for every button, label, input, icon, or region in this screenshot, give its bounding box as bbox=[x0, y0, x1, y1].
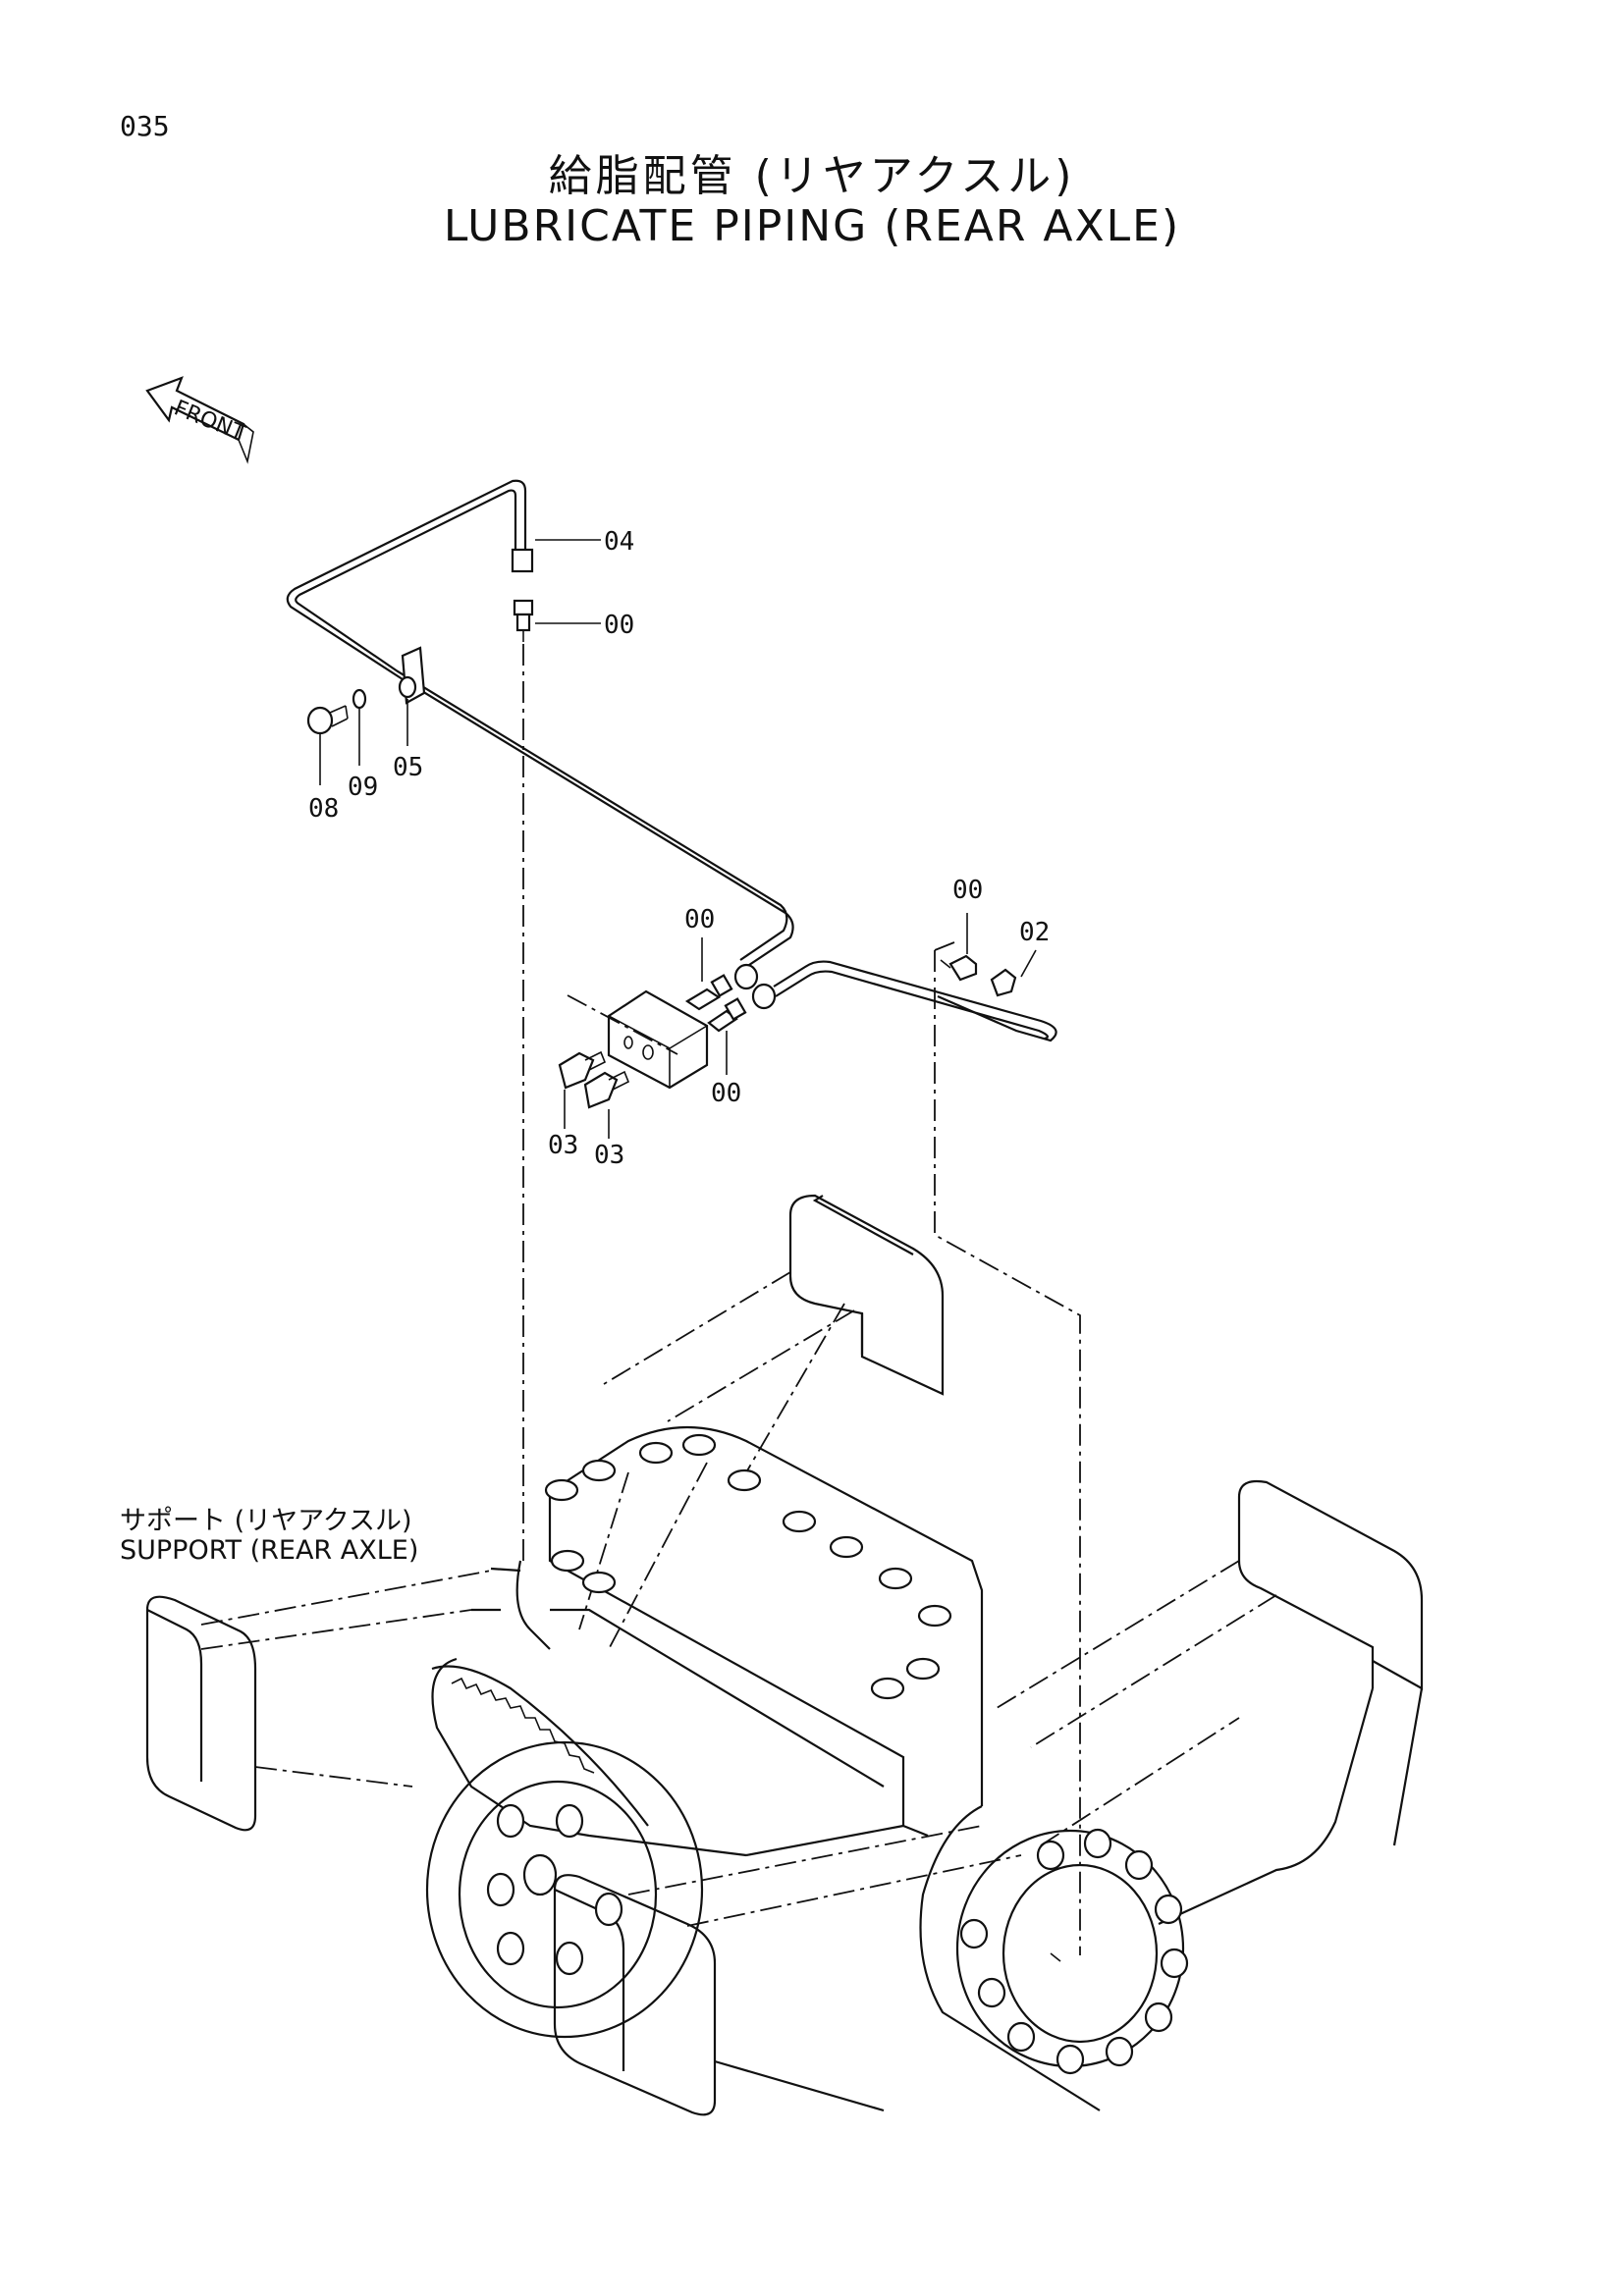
elbow-03-b bbox=[583, 1070, 630, 1109]
support-note-japanese: サポート (リヤアクスル) bbox=[120, 1506, 412, 1536]
left-wheel-hub bbox=[425, 1740, 704, 2039]
callout-00-right: 00 bbox=[952, 876, 983, 905]
pipe-04 bbox=[286, 479, 794, 968]
grease-fitting-top bbox=[513, 599, 534, 642]
callout-00-top: 00 bbox=[604, 611, 634, 640]
elbow-03-a bbox=[558, 1050, 607, 1090]
pipe-nut-lower bbox=[751, 983, 777, 1010]
adapter-fitting-lower bbox=[707, 997, 747, 1033]
bolt-08 bbox=[306, 705, 349, 735]
distribution-block bbox=[607, 989, 709, 1090]
front-arrow-icon: FRONT bbox=[145, 376, 254, 464]
callout-05: 05 bbox=[393, 753, 423, 782]
callout-03-a: 03 bbox=[548, 1131, 578, 1160]
axle-support-frame bbox=[145, 1194, 1424, 2116]
pipe-02 bbox=[773, 960, 1057, 1042]
phantom-line-block bbox=[567, 994, 678, 1055]
housing-bolts bbox=[544, 1433, 952, 1700]
pipe-04-nut bbox=[511, 548, 534, 573]
title-japanese: 給脂配管 (リヤアクスル) bbox=[548, 151, 1076, 201]
callout-02: 02 bbox=[1019, 918, 1050, 947]
front-arrow-label: FRONT bbox=[171, 396, 249, 447]
callout-00-mid: 00 bbox=[684, 905, 715, 934]
page-number: 035 bbox=[120, 110, 170, 142]
pipe-nut-upper bbox=[733, 963, 759, 990]
adapter-fitting-upper bbox=[684, 974, 733, 1011]
grease-fitting-right bbox=[940, 954, 978, 982]
callout-03-b: 03 bbox=[594, 1141, 624, 1170]
callout-04: 04 bbox=[604, 527, 634, 557]
callout-00-low: 00 bbox=[711, 1079, 741, 1108]
phantom-line-right bbox=[934, 950, 1081, 1955]
right-wheel-hub bbox=[919, 1805, 1189, 2111]
washer-09 bbox=[352, 688, 367, 710]
support-note-english: SUPPORT (REAR AXLE) bbox=[120, 1535, 419, 1566]
phantom-line-right-top bbox=[934, 941, 955, 951]
title-english: LUBRICATE PIPING (REAR AXLE) bbox=[443, 201, 1181, 251]
callout-leaders bbox=[319, 539, 1037, 1139]
callout-09: 09 bbox=[348, 773, 378, 802]
clamp-05 bbox=[398, 646, 426, 705]
differential-housing bbox=[425, 1425, 1189, 2111]
callout-08: 08 bbox=[308, 794, 339, 824]
